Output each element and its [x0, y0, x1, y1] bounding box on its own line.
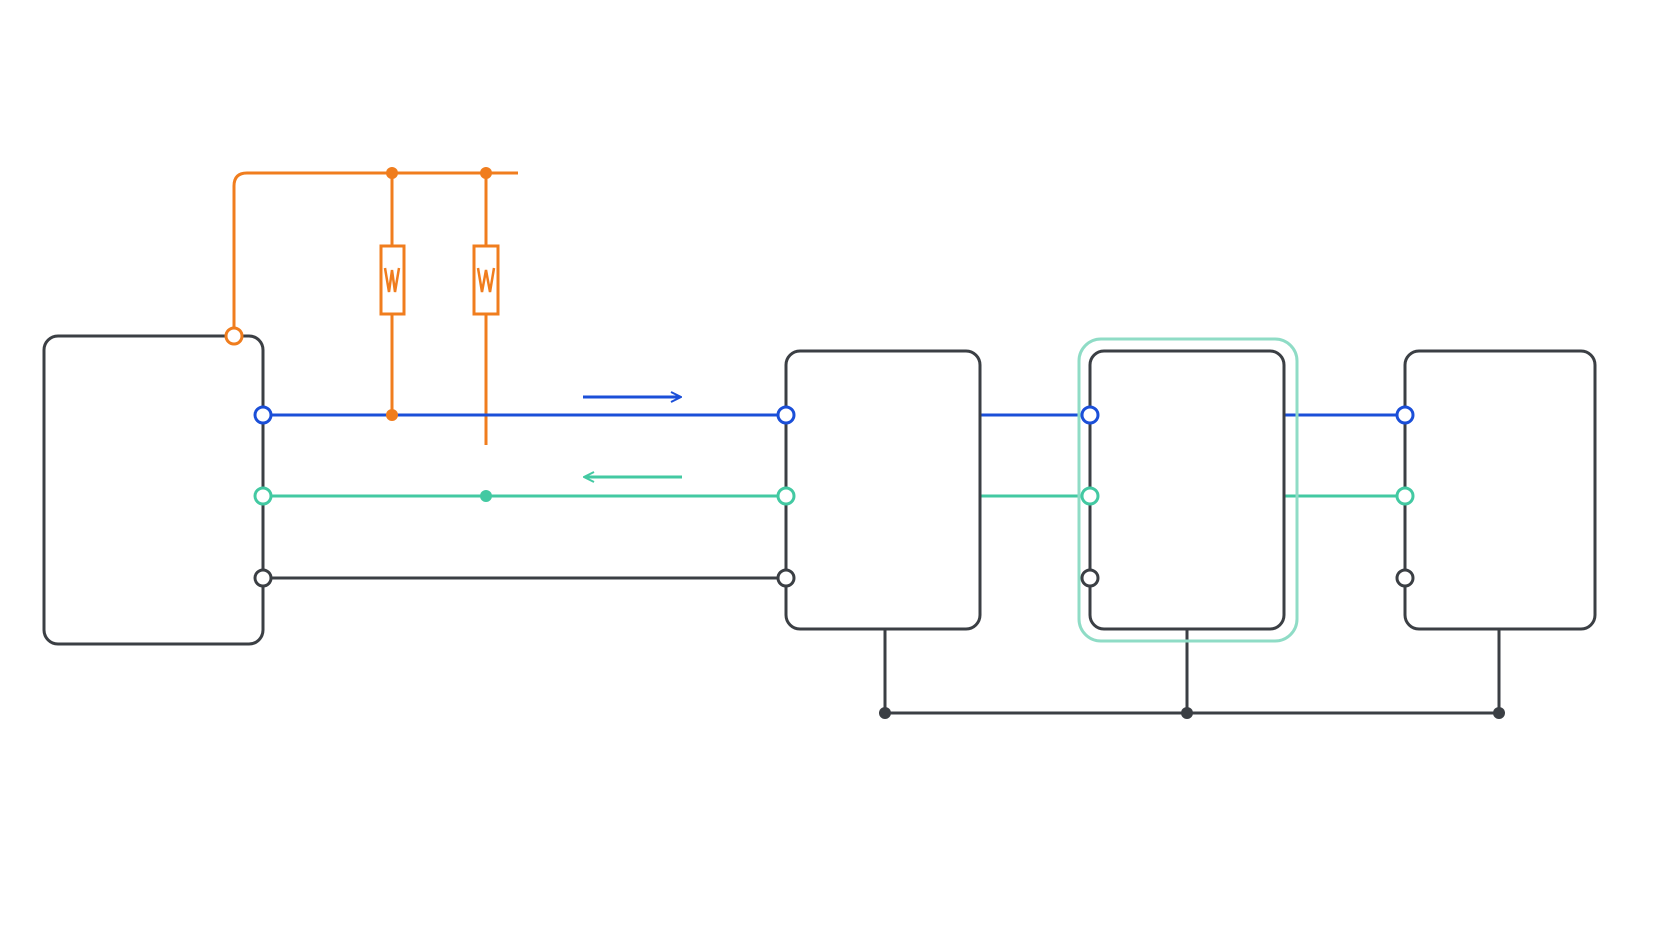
power-rail-trunk: [232, 171, 518, 336]
junction-dot-icon: [386, 167, 398, 179]
open-terminal-icon[interactable]: [1395, 568, 1415, 588]
open-terminal-icon[interactable]: [1080, 568, 1100, 588]
open-terminal-icon[interactable]: [1395, 405, 1415, 425]
resistor-icon: [472, 244, 500, 316]
open-terminal-icon[interactable]: [253, 568, 273, 588]
junction-dot-icon: [1493, 707, 1505, 719]
junction-dot-icon: [386, 409, 398, 421]
open-terminal-icon[interactable]: [776, 405, 796, 425]
device-node-1[interactable]: [784, 349, 982, 631]
junction-dot-icon: [1181, 707, 1193, 719]
junction-dot-icon: [480, 167, 492, 179]
open-terminal-icon[interactable]: [224, 326, 244, 346]
open-terminal-icon[interactable]: [1395, 486, 1415, 506]
junctions: [386, 167, 1505, 719]
device-controller[interactable]: [42, 334, 265, 646]
pullup-tx-resistor: [379, 244, 406, 316]
device-node-3[interactable]: [1403, 349, 1597, 631]
resistor-icon: [379, 244, 406, 316]
junction-dot-icon: [480, 490, 492, 502]
devices: [42, 334, 1597, 646]
node-2-highlight-ring: [1077, 337, 1299, 643]
pullup-rx-resistor: [472, 244, 500, 316]
terminals: [224, 326, 1415, 588]
junction-dot-icon: [879, 707, 891, 719]
open-terminal-icon[interactable]: [1080, 405, 1100, 425]
device-node-2[interactable]: [1088, 349, 1286, 631]
open-terminal-icon[interactable]: [253, 486, 273, 506]
open-terminal-icon[interactable]: [1080, 486, 1100, 506]
open-terminal-icon[interactable]: [776, 486, 796, 506]
open-terminal-icon[interactable]: [776, 568, 796, 588]
open-terminal-icon[interactable]: [253, 405, 273, 425]
power-rail: [232, 171, 518, 445]
